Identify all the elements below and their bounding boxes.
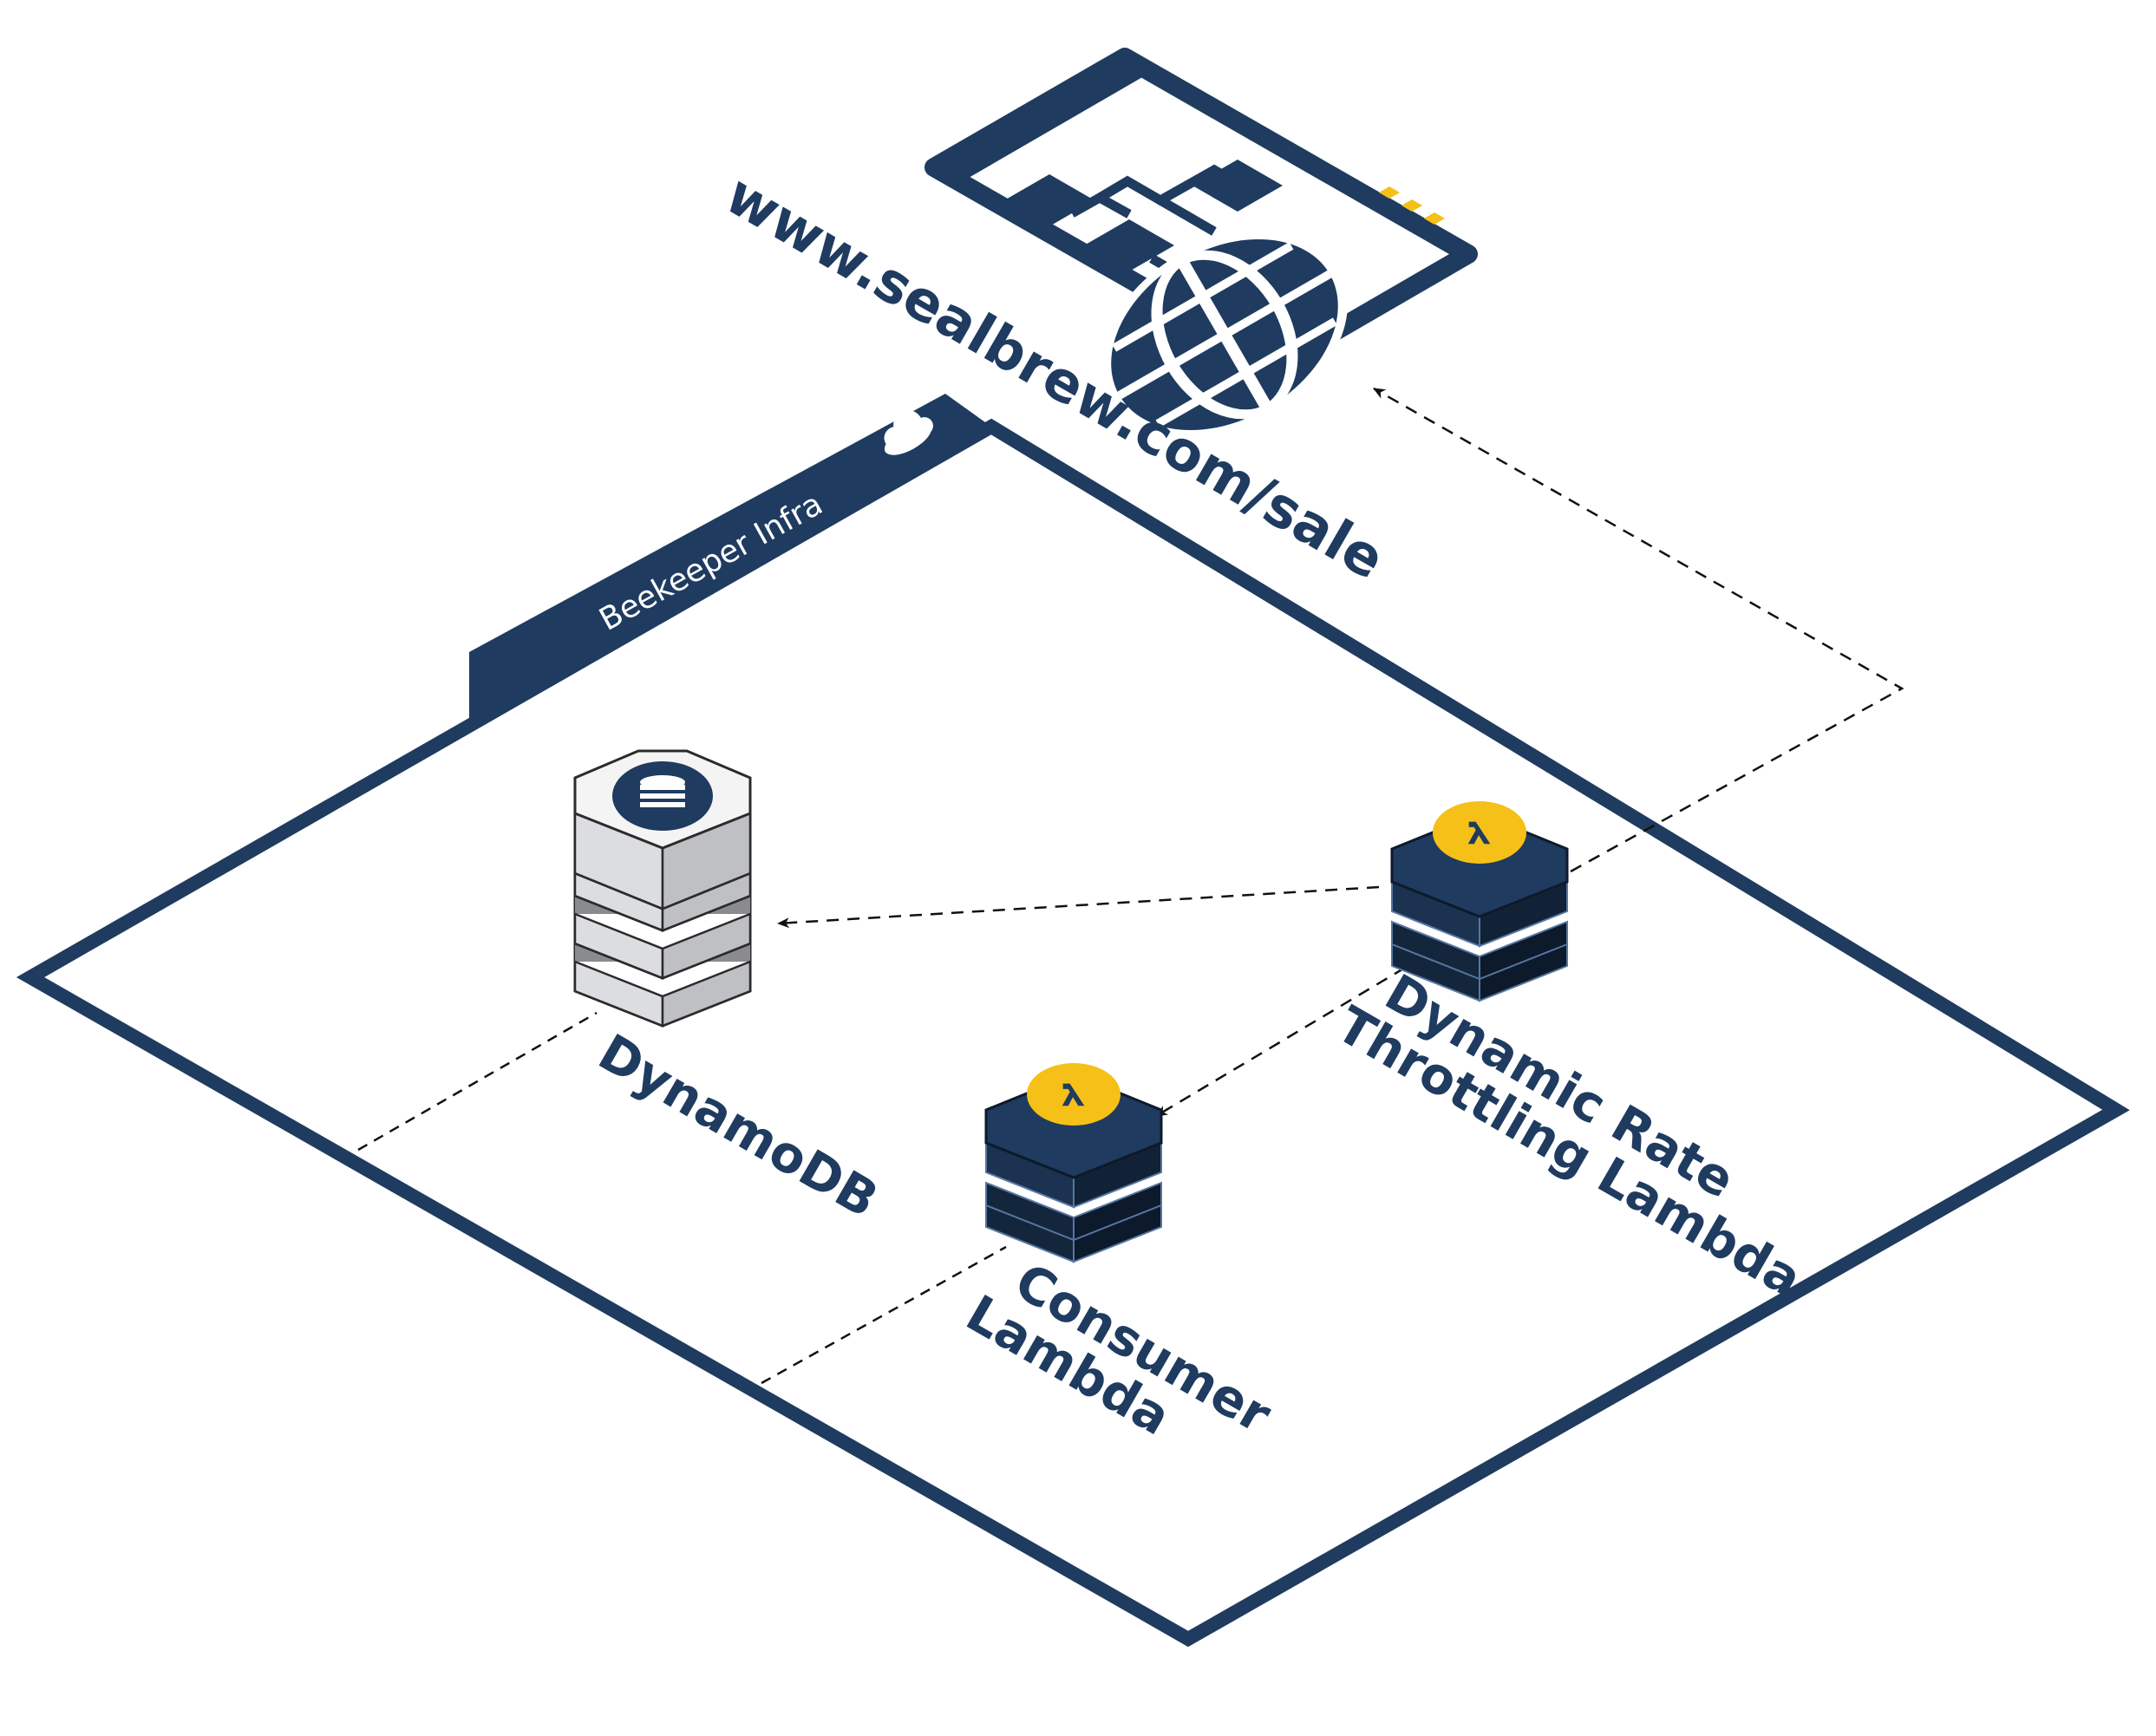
website-globe-icon: [924, 48, 1478, 439]
dynamodb-top: [573, 749, 752, 910]
lambda-icon: [1027, 1063, 1120, 1126]
consumer-lambda-node: [984, 1063, 1163, 1263]
dynamodb-node: [573, 749, 752, 1028]
edge-throttling-to-dynamodb: [777, 885, 1380, 929]
cloud-icon: [884, 410, 933, 455]
lambda-icon: [1433, 801, 1526, 864]
group-boundary: [16, 418, 2130, 1648]
consumer-leader-line: [761, 1245, 1007, 1385]
window-dots: [1379, 186, 1445, 225]
dynamodb-leader-line: [357, 1011, 598, 1152]
edge-throttling-to-consumer: [1155, 966, 1406, 1118]
edge-throttling-to-website: [1373, 387, 1904, 923]
dynamodb-icon: [612, 761, 713, 831]
beekeeper-infra-group: Beekeeper Infra: [16, 394, 2130, 1648]
connectors: [357, 387, 1904, 1385]
globe-icon: [1101, 231, 1348, 439]
throttling-lambda-node: [1390, 801, 1569, 1002]
sitemap-icon: [1004, 160, 1283, 299]
